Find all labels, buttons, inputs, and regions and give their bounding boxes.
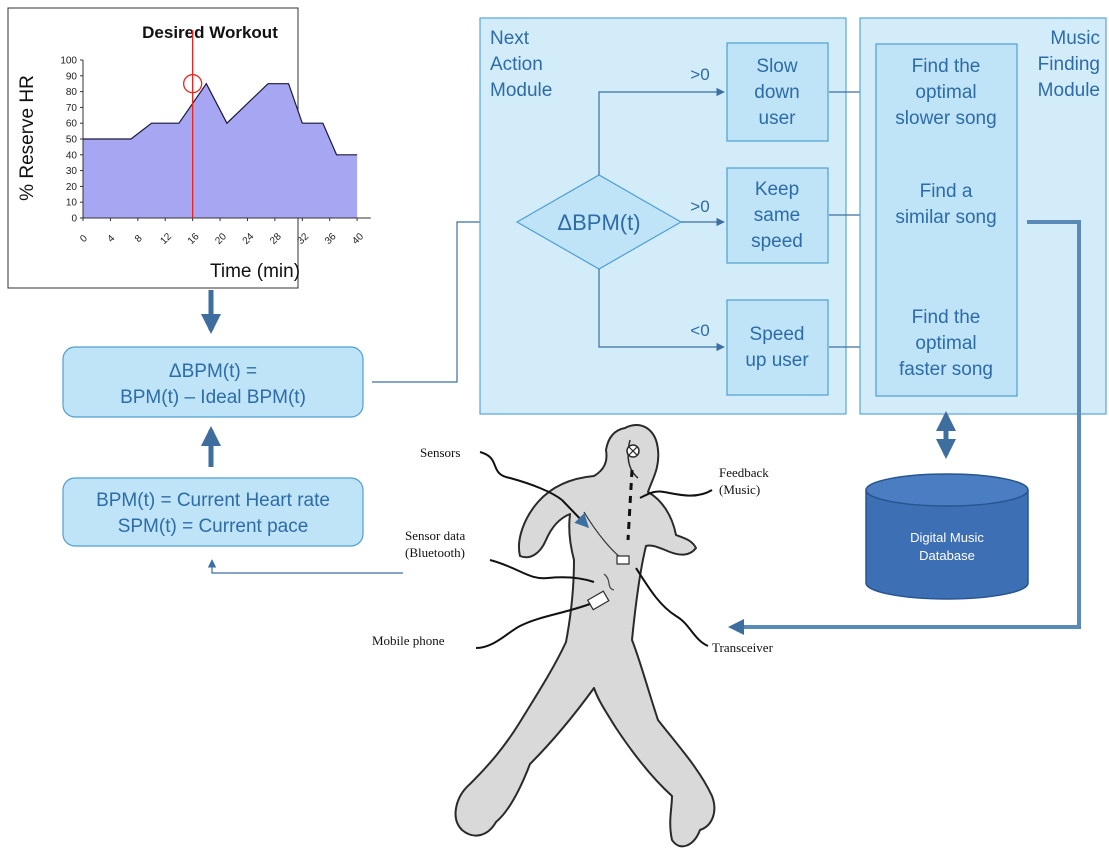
action-speed-line-1: Speed	[750, 324, 805, 345]
current-point-marker	[182, 74, 203, 94]
y-tick-label: 90	[66, 71, 78, 82]
next-action-module: Next Action Module ΔBPM(t) >0 >0 <0 Slow…	[479, 17, 847, 415]
song-to-runner-arrowhead	[728, 619, 744, 635]
song-faster-line-2: optimal	[915, 333, 976, 354]
transceiver-label: Transceiver	[712, 640, 774, 655]
next-action-title-2: Action	[490, 54, 543, 75]
y-tick-label: 40	[66, 150, 78, 161]
action-slow-box: Slow down user	[726, 42, 829, 142]
sensors-callout	[479, 451, 563, 501]
y-tick-label: 10	[66, 198, 78, 209]
runner-to-current-arrow	[207, 559, 403, 574]
song-faster-line-3: faster song	[899, 359, 993, 380]
x-tick-label: 40	[350, 231, 366, 247]
formula-box: ΔBPM(t) = BPM(t) – Ideal BPM(t)	[62, 346, 364, 418]
action-slow-line-2: down	[754, 82, 799, 103]
feedback-label-2: (Music)	[719, 482, 760, 497]
current-line-2: SPM(t) = Current pace	[118, 516, 309, 537]
sensors-callout-arrow	[561, 499, 589, 529]
action-slow-line-1: Slow	[756, 56, 797, 77]
chart-title: Desired Workout	[142, 23, 278, 42]
mobile-phone-device	[586, 590, 610, 611]
song-slower-line-3: slower song	[895, 108, 996, 129]
runner-hair-strand	[627, 439, 639, 479]
chart-x-label: Time (min)	[210, 261, 300, 282]
song-selection-column	[875, 43, 1018, 397]
action-speed-line-2: up user	[745, 350, 809, 371]
y-tick-label: 70	[66, 103, 78, 114]
decision-label: ΔBPM(t)	[557, 210, 640, 235]
action-slow-line-3: user	[759, 108, 797, 129]
y-tick-label: 30	[66, 166, 78, 177]
y-tick-label: 50	[66, 135, 78, 146]
song-similar-line-2: similar song	[895, 207, 996, 228]
branch-label-slow: >0	[690, 65, 709, 84]
action-keep-line-1: Keep	[755, 179, 799, 200]
current-values-box: BPM(t) = Current Heart rate SPM(t) = Cur…	[62, 477, 364, 547]
feedback-callout	[639, 489, 713, 499]
mobile-phone-label: Mobile phone	[372, 633, 445, 648]
y-tick-label: 20	[66, 182, 78, 193]
workout-line	[83, 82, 358, 156]
music-title-2: Finding	[1038, 54, 1100, 75]
current-line-1: BPM(t) = Current Heart rate	[96, 490, 330, 511]
music-title-3: Module	[1038, 80, 1100, 101]
sensor-data-callout	[489, 559, 595, 583]
transceiver-callout	[635, 567, 709, 647]
music-finding-module: Music Finding Module Find the optimal sl…	[859, 17, 1107, 415]
action-keep-line-3: speed	[751, 231, 803, 252]
action-keep-line-2: same	[754, 205, 800, 226]
song-slower-line-1: Find the	[912, 56, 981, 77]
runner-body	[454, 423, 716, 848]
song-slower-line-2: optimal	[915, 82, 976, 103]
music-database: Digital Music Database	[865, 473, 1029, 600]
action-keep-box: Keep same speed	[726, 167, 829, 264]
sensors-label: Sensors	[420, 445, 460, 460]
action-speed-box: Speed up user	[726, 299, 829, 396]
branch-label-speed: <0	[690, 321, 709, 340]
transceiver-device	[616, 555, 630, 565]
branch-slow-arrow	[598, 87, 725, 175]
y-tick-label: 100	[60, 56, 77, 67]
song-similar-line-1: Find a	[920, 181, 973, 202]
music-feedback-dashes	[626, 469, 634, 541]
chart-y-label: % Reserve HR	[17, 75, 38, 201]
runner-illustration	[454, 423, 716, 848]
feedback-label-1: Feedback	[719, 465, 769, 480]
formula-line-2: BPM(t) – Ideal BPM(t)	[120, 387, 306, 408]
database-line-2: Database	[919, 548, 975, 563]
database-line-1: Digital Music	[910, 530, 984, 545]
sensor-data-label-2: (Bluetooth)	[405, 545, 465, 560]
y-tick-label: 60	[66, 119, 78, 130]
song-to-runner-line	[735, 220, 1081, 629]
song-faster-line-1: Find the	[912, 307, 981, 328]
next-action-title-1: Next	[490, 28, 530, 49]
workout-area	[83, 83, 358, 218]
runner-labels: Sensors Sensor data (Bluetooth) Mobile p…	[372, 445, 774, 655]
branch-speed-arrow	[598, 269, 725, 352]
sensor-data-squiggle	[603, 573, 615, 591]
next-action-title-3: Module	[490, 80, 552, 101]
mobile-phone-callout	[475, 603, 591, 649]
x-tick-label: 36	[323, 231, 339, 247]
y-tick-label: 80	[66, 87, 78, 98]
runner-callout-lines	[475, 451, 713, 649]
branch-label-keep: >0	[690, 197, 709, 216]
database-top	[865, 473, 1029, 507]
music-title-1: Music	[1050, 28, 1100, 49]
formula-line-1: ΔBPM(t) =	[169, 361, 257, 382]
y-tick-label: 0	[71, 214, 77, 225]
sensor-data-label-1: Sensor data	[405, 528, 466, 543]
